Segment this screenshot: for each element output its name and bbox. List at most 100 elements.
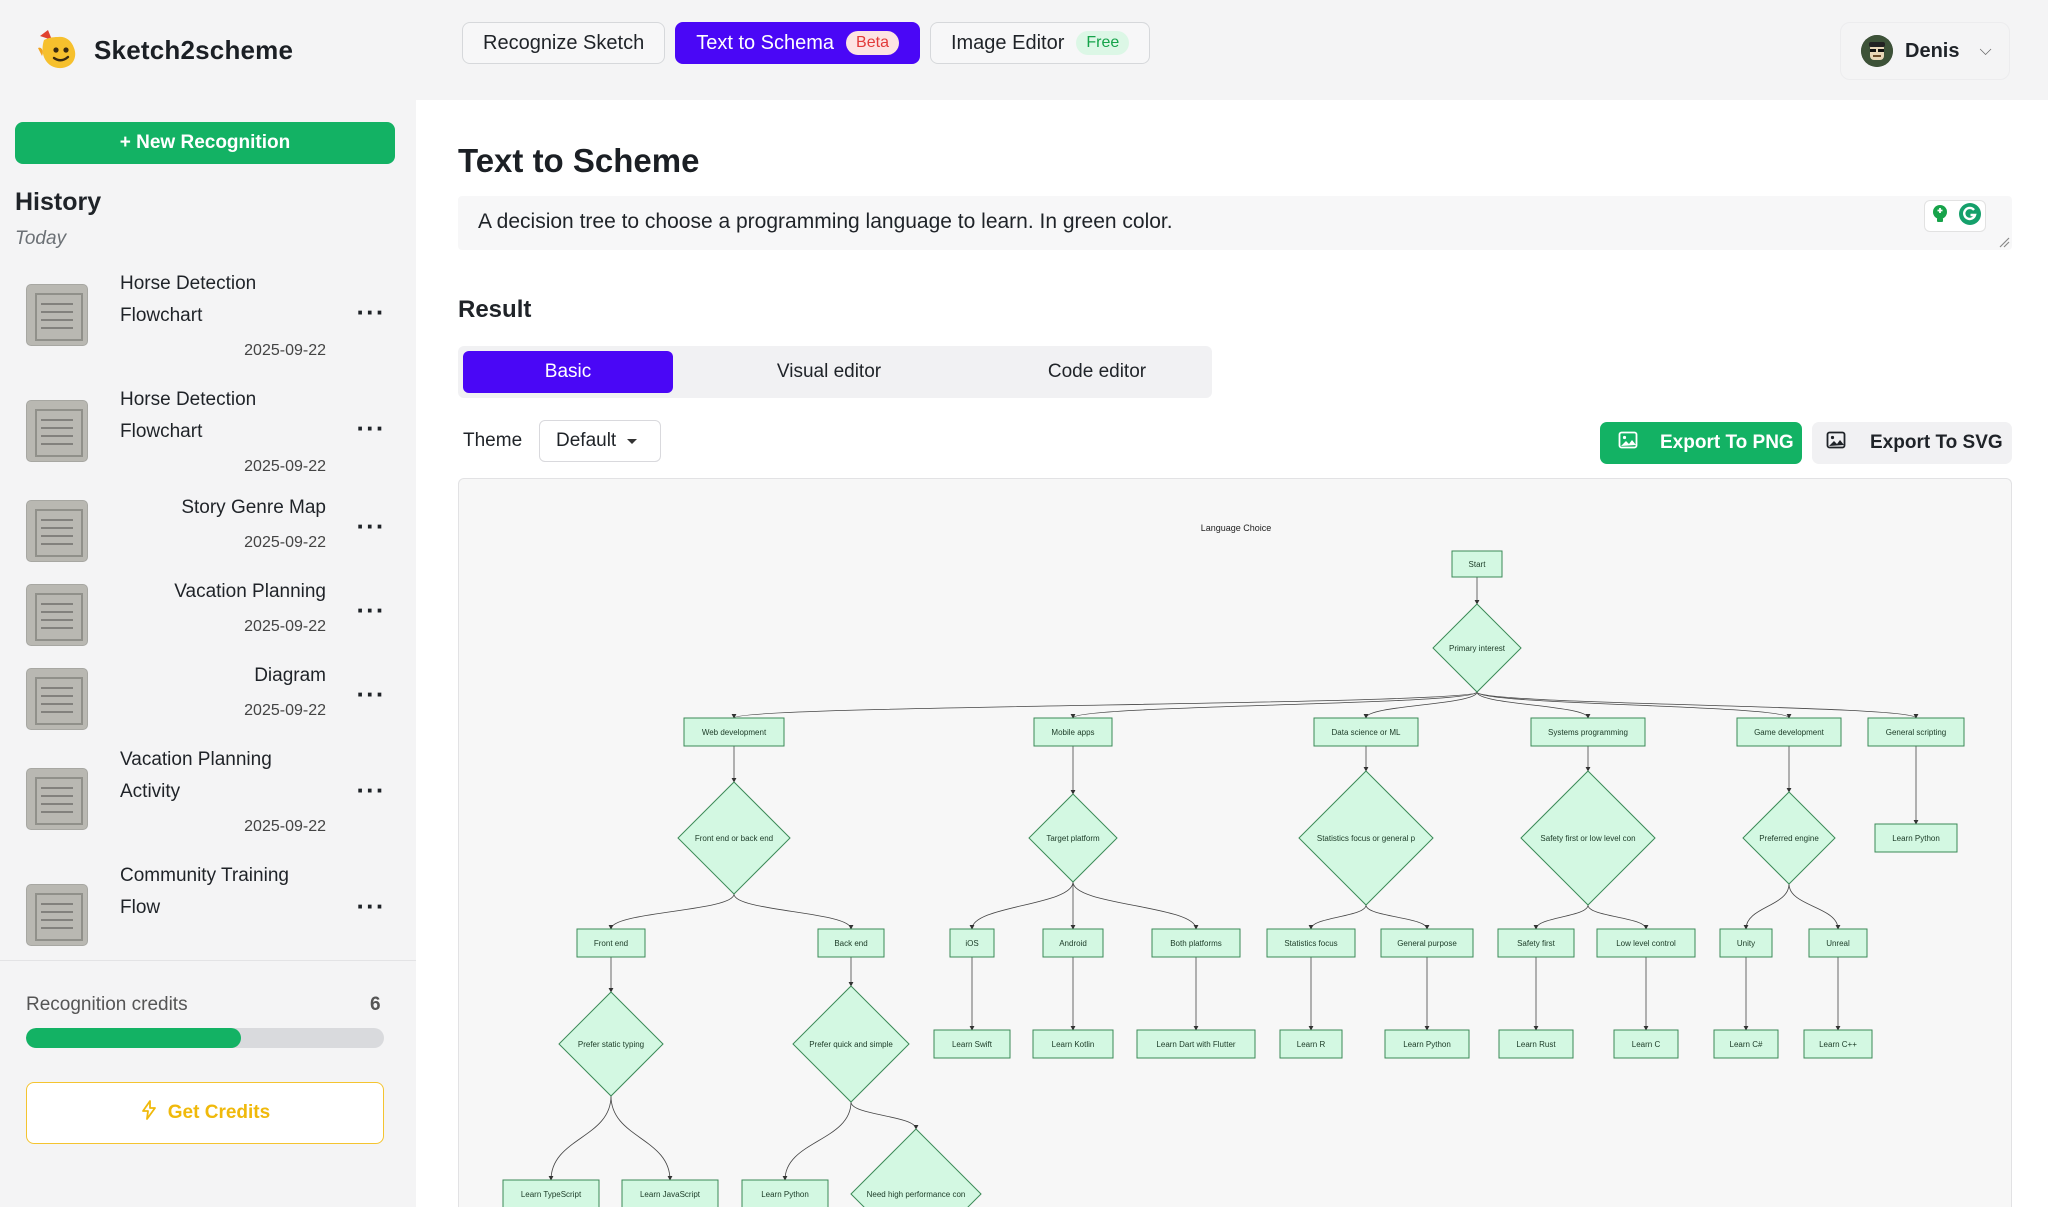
brand[interactable]: Sketch2scheme bbox=[34, 22, 293, 78]
nav-text-to-schema[interactable]: Text to Schema Beta bbox=[675, 22, 920, 64]
diagram-node[interactable]: Both platforms bbox=[1151, 928, 1241, 958]
user-menu[interactable]: Denis ⌵ bbox=[1840, 22, 2010, 80]
diagram-node[interactable]: Unity bbox=[1719, 928, 1773, 958]
nav-recognize-sketch[interactable]: Recognize Sketch bbox=[462, 22, 666, 64]
diagram-node-label: Learn C bbox=[1632, 1040, 1661, 1049]
diagram-node[interactable]: Low level control bbox=[1596, 928, 1696, 958]
history-item[interactable]: Diagram 2025-09-22 ··· bbox=[0, 660, 416, 744]
diagram-node[interactable]: Front end or back end bbox=[677, 781, 791, 895]
diagram-node-shape bbox=[1867, 717, 1965, 747]
lightning-icon bbox=[140, 1100, 158, 1126]
diagram-node[interactable]: Need high performance con bbox=[850, 1128, 982, 1207]
diagram-node-label: Learn Python bbox=[1403, 1040, 1451, 1049]
diagram-node[interactable]: Learn R bbox=[1279, 1029, 1343, 1059]
diagram-node[interactable]: Mobile apps bbox=[1033, 717, 1113, 747]
diagram-node[interactable]: Learn Python bbox=[1874, 823, 1958, 853]
history-item[interactable]: Vacation Planning 2025-09-22 ··· bbox=[0, 576, 416, 660]
more-options-icon[interactable]: ··· bbox=[356, 890, 386, 921]
get-credits-button[interactable]: Get Credits bbox=[26, 1082, 384, 1144]
sidebar-divider bbox=[0, 960, 416, 961]
diagram-node[interactable]: Back end bbox=[817, 928, 885, 958]
diagram-node[interactable]: Preferred engine bbox=[1742, 791, 1836, 885]
bulb-icon[interactable] bbox=[1929, 203, 1951, 230]
diagram-node-shape bbox=[792, 985, 910, 1103]
diagram-node-shape bbox=[1151, 928, 1241, 958]
diagram-node[interactable]: Primary interest bbox=[1432, 603, 1522, 693]
diagram-node[interactable]: Front end bbox=[576, 928, 646, 958]
resize-handle-icon[interactable] bbox=[1998, 236, 2010, 248]
tab-code-editor[interactable]: Code editor bbox=[1047, 361, 1147, 382]
diagram-node-label: Low level control bbox=[1616, 939, 1676, 948]
image-icon bbox=[1826, 431, 1846, 455]
more-options-icon[interactable]: ··· bbox=[356, 678, 386, 709]
diagram-node[interactable]: Safety first or low level con bbox=[1520, 770, 1656, 906]
theme-select[interactable]: Default bbox=[539, 420, 661, 462]
more-options-icon[interactable]: ··· bbox=[356, 510, 386, 541]
diagram-node[interactable]: Learn Python bbox=[741, 1179, 829, 1207]
history-item-title: Diagram bbox=[254, 665, 326, 686]
more-options-icon[interactable]: ··· bbox=[356, 412, 386, 443]
tab-visual-editor[interactable]: Visual editor bbox=[776, 361, 882, 382]
diagram-edge bbox=[1072, 881, 1199, 930]
diagram-node[interactable]: Web development bbox=[683, 717, 785, 747]
diagram-node[interactable]: Game development bbox=[1736, 717, 1842, 747]
diagram-node[interactable]: Unreal bbox=[1808, 928, 1868, 958]
diagram-node[interactable]: Learn Rust bbox=[1498, 1029, 1574, 1059]
diagram-node-shape bbox=[1032, 1029, 1114, 1059]
diagram-node[interactable]: Android bbox=[1042, 928, 1104, 958]
diagram-node-label: Learn R bbox=[1297, 1040, 1326, 1049]
diagram-node-label: Statistics focus bbox=[1284, 939, 1337, 948]
diagram-node[interactable]: General scripting bbox=[1867, 717, 1965, 747]
diagram-node[interactable]: Statistics focus or general p bbox=[1298, 770, 1434, 906]
more-options-icon[interactable]: ··· bbox=[356, 594, 386, 625]
diagram-node[interactable]: Target platform bbox=[1028, 793, 1118, 883]
new-recognition-button[interactable]: + New Recognition bbox=[15, 122, 395, 164]
history-title: History bbox=[15, 188, 102, 216]
diagram-edge bbox=[1587, 904, 1649, 930]
prompt-textarea[interactable]: A decision tree to choose a programming … bbox=[458, 196, 2012, 250]
diagram-node[interactable]: Prefer quick and simple bbox=[792, 985, 910, 1103]
beta-badge: Beta bbox=[846, 31, 899, 55]
history-item[interactable]: Vacation Planning Activity 2025-09-22 ··… bbox=[0, 744, 416, 860]
diagram-node[interactable]: Systems programming bbox=[1530, 717, 1646, 747]
diagram-node[interactable]: Prefer static typing bbox=[558, 991, 664, 1097]
diagram-node-shape bbox=[683, 717, 785, 747]
diagram-node[interactable]: Learn C bbox=[1613, 1029, 1679, 1059]
nav-image-editor[interactable]: Image Editor Free bbox=[929, 22, 1151, 64]
more-options-icon[interactable]: ··· bbox=[356, 774, 386, 805]
diagram-node[interactable]: Learn Dart with Flutter bbox=[1136, 1029, 1256, 1059]
diagram-node[interactable]: Statistics focus bbox=[1266, 928, 1356, 958]
diagram-node[interactable]: Safety first bbox=[1497, 928, 1575, 958]
diagram-node-label: Unity bbox=[1737, 939, 1755, 948]
diagram-node[interactable]: iOS bbox=[949, 928, 995, 958]
grammarly-icon[interactable] bbox=[1958, 202, 1982, 231]
diagram-node[interactable]: Learn Kotlin bbox=[1032, 1029, 1114, 1059]
diagram-node-shape bbox=[1432, 603, 1522, 693]
diagram-node[interactable]: General purpose bbox=[1380, 928, 1474, 958]
diagram-node-shape bbox=[741, 1179, 829, 1207]
diagram-node[interactable]: Start bbox=[1451, 550, 1503, 578]
diagram-node[interactable]: Learn C++ bbox=[1803, 1029, 1873, 1059]
history-item[interactable]: Story Genre Map 2025-09-22 ··· bbox=[0, 492, 416, 576]
diagram-node-label: Safety first bbox=[1517, 939, 1556, 948]
diagram-node[interactable]: Learn TypeScript bbox=[502, 1179, 600, 1207]
export-svg-button[interactable]: Export To SVG bbox=[1812, 422, 2012, 464]
export-png-button[interactable]: Export To PNG bbox=[1600, 422, 1802, 464]
tab-basic[interactable]: Basic bbox=[463, 351, 673, 393]
history-item[interactable]: Horse Detection Flowchart 2025-09-22 ··· bbox=[0, 376, 416, 492]
diagram-node-label: Prefer quick and simple bbox=[809, 1040, 893, 1049]
history-list: Horse Detection Flowchart 2025-09-22 ···… bbox=[0, 260, 416, 1040]
diagram-node[interactable]: Data science or ML bbox=[1313, 717, 1419, 747]
more-options-icon[interactable]: ··· bbox=[356, 296, 386, 327]
history-item[interactable]: Community Training Flow ··· bbox=[0, 860, 416, 976]
diagram-node[interactable]: Learn Swift bbox=[933, 1029, 1011, 1059]
diagram-node[interactable]: Learn C# bbox=[1713, 1029, 1779, 1059]
diagram-node[interactable]: Learn JavaScript bbox=[621, 1179, 719, 1207]
diagram-node-shape bbox=[1520, 770, 1656, 906]
diagram-node[interactable]: Learn Python bbox=[1384, 1029, 1470, 1059]
diagram-node-label: iOS bbox=[965, 939, 978, 948]
history-item[interactable]: Horse Detection Flowchart 2025-09-22 ··· bbox=[0, 260, 416, 376]
diagram-node-shape bbox=[850, 1128, 982, 1207]
